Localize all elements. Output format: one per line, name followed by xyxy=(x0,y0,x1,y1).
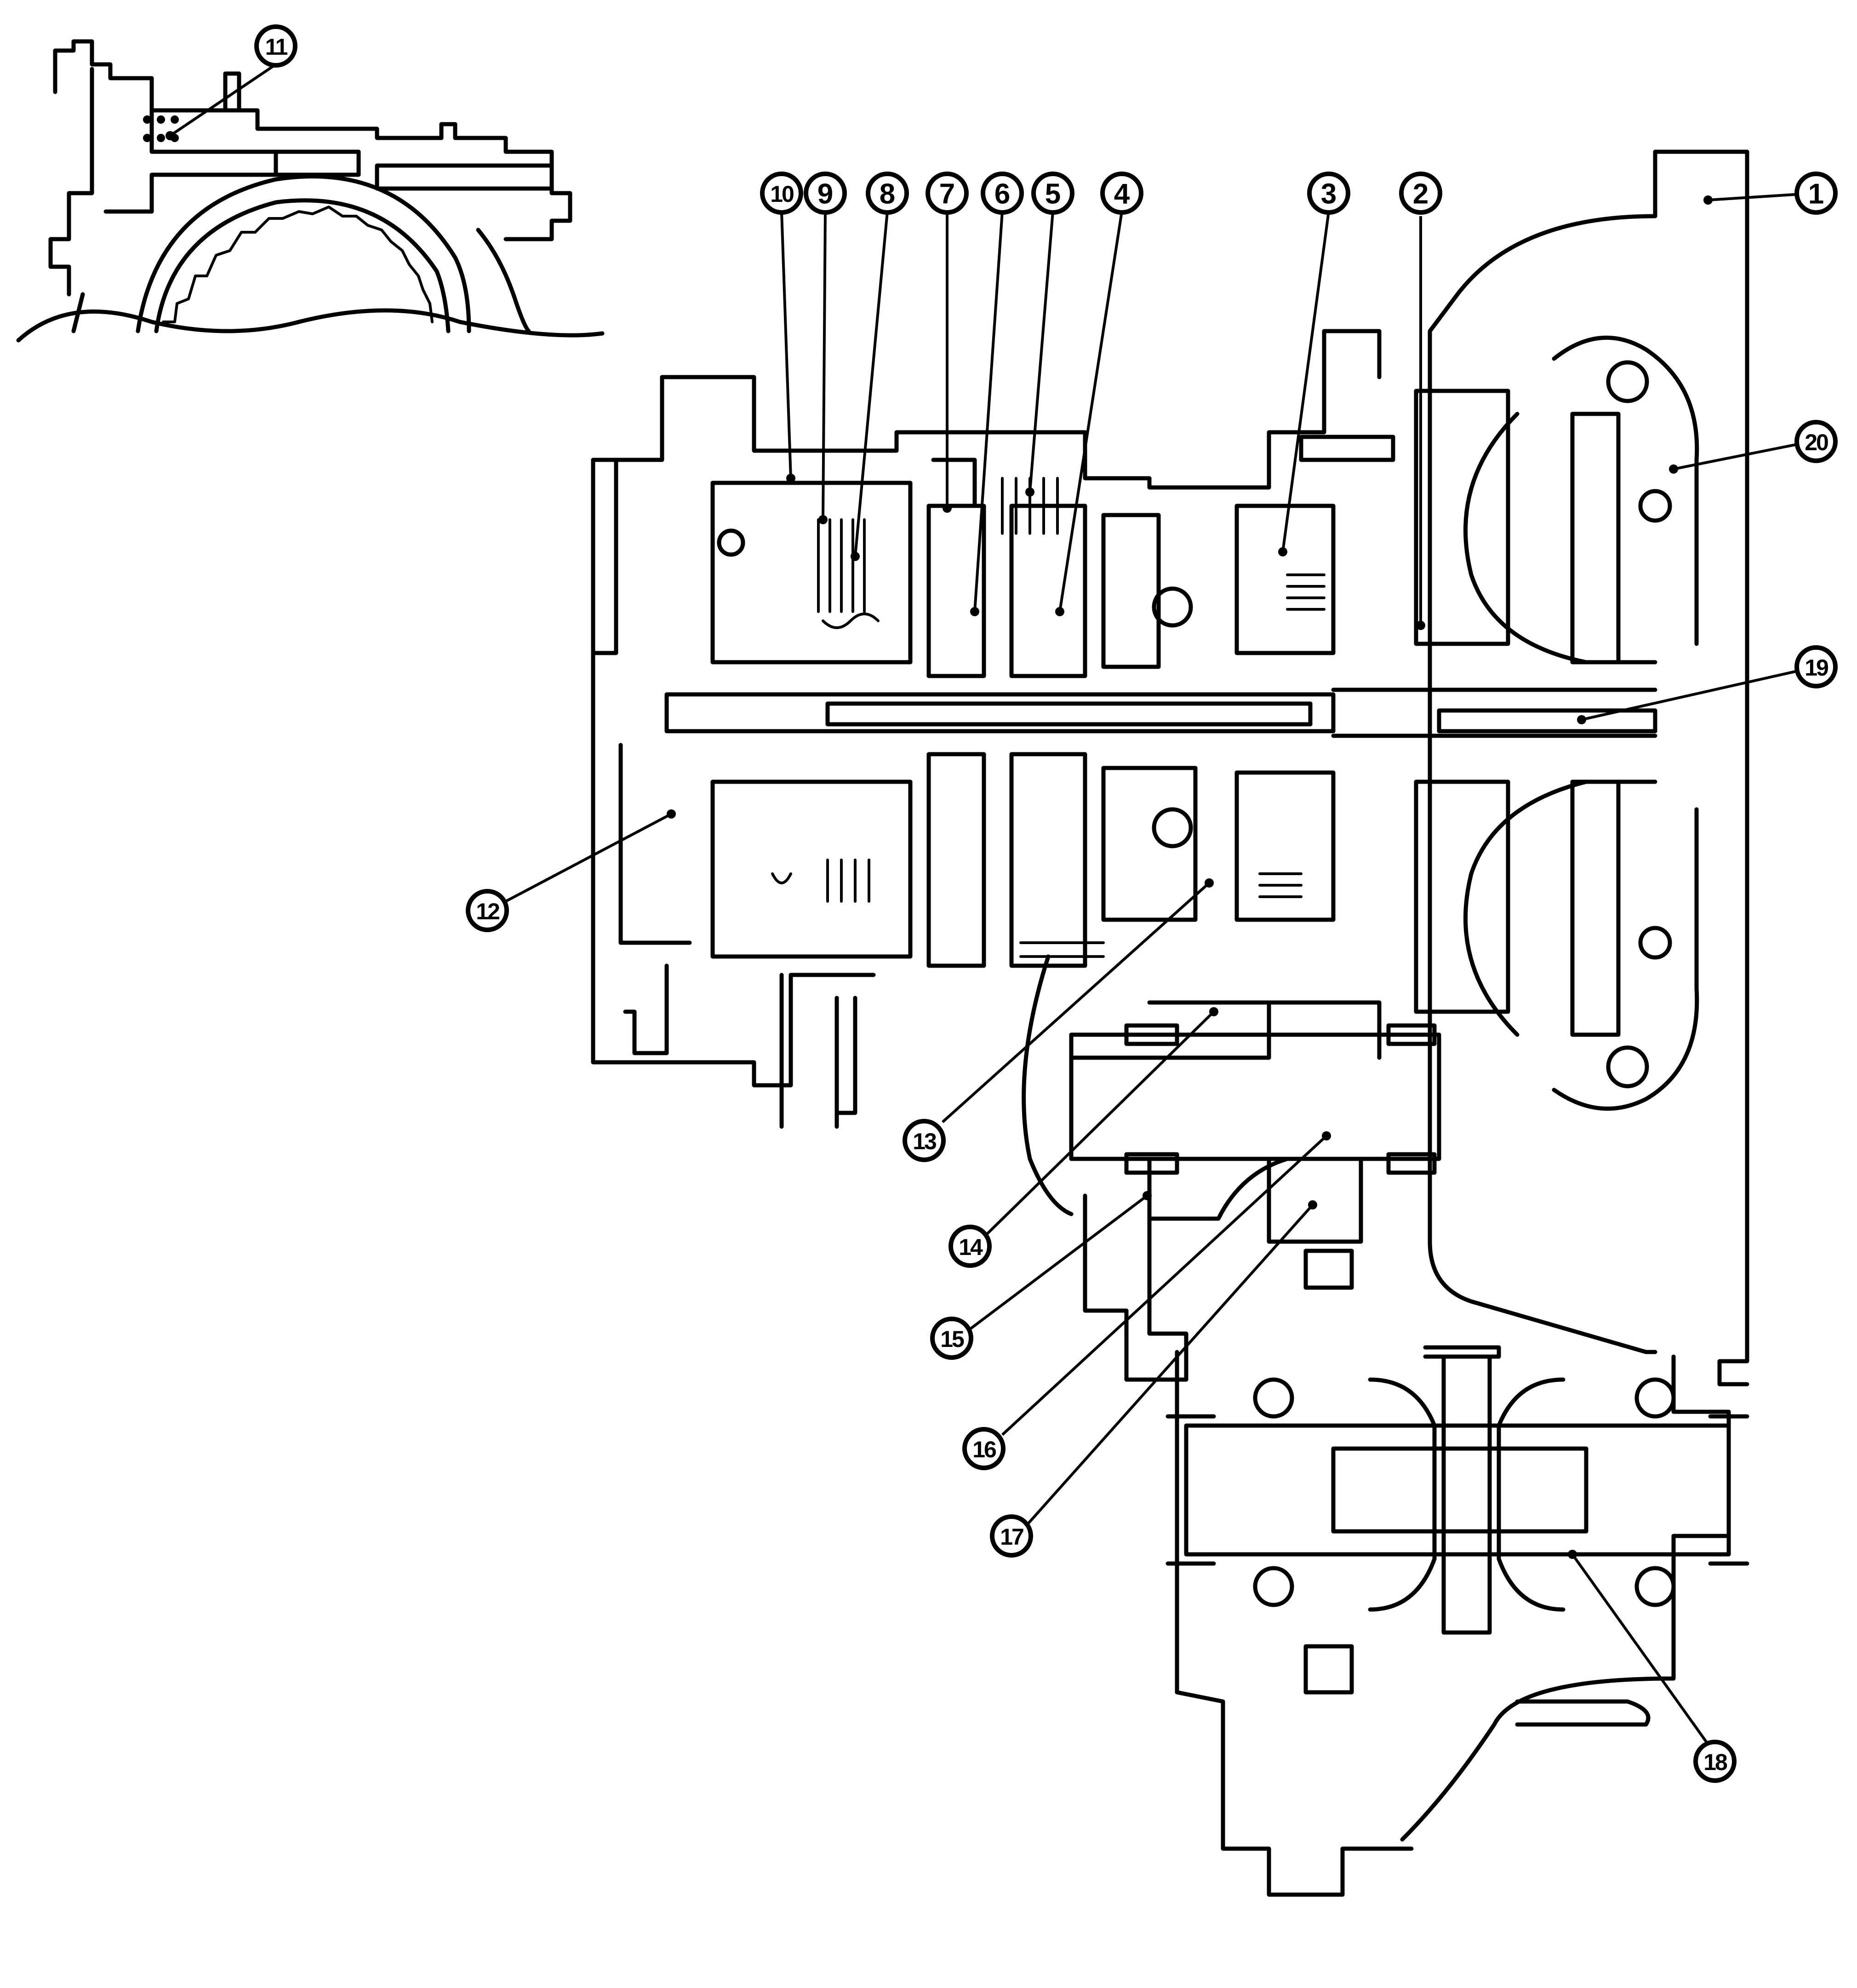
callout-11-label: 11 xyxy=(265,34,288,60)
callout-2-label: 2 xyxy=(1413,178,1428,210)
callout-3: 3 xyxy=(1307,172,1350,215)
callout-16: 16 xyxy=(962,1427,1006,1470)
callout-17-label: 17 xyxy=(1000,1524,1023,1550)
callout-4: 4 xyxy=(1100,172,1143,215)
callout-12-label: 12 xyxy=(476,899,499,924)
callout-1-label: 1 xyxy=(1808,178,1824,210)
callout-6-label: 6 xyxy=(994,178,1010,210)
callout-11: 11 xyxy=(254,24,297,68)
leader-lines xyxy=(166,63,1817,1748)
callout-4-label: 4 xyxy=(1114,178,1130,210)
inset-detail-drawing xyxy=(16,39,605,343)
callout-13-label: 13 xyxy=(913,1129,936,1154)
transmission-housing-outline xyxy=(591,149,1749,1897)
callout-18-label: 18 xyxy=(1703,1749,1727,1775)
callout-7-label: 7 xyxy=(939,178,955,210)
callout-12: 12 xyxy=(466,889,509,932)
callout-14: 14 xyxy=(948,1225,992,1268)
callout-9-label: 9 xyxy=(817,178,833,210)
callout-20-label: 20 xyxy=(1805,430,1828,455)
callout-6: 6 xyxy=(981,172,1024,215)
callout-10-label: 10 xyxy=(770,181,794,207)
callout-19-label: 19 xyxy=(1805,655,1828,681)
callout-15: 15 xyxy=(930,1317,973,1360)
callout-8-label: 8 xyxy=(880,178,895,210)
callout-20: 20 xyxy=(1794,420,1838,463)
callout-5-label: 5 xyxy=(1045,178,1061,210)
callout-16-label: 16 xyxy=(972,1437,996,1462)
callout-15-label: 15 xyxy=(940,1326,964,1352)
callout-14-label: 14 xyxy=(959,1234,983,1260)
callout-19: 19 xyxy=(1794,645,1838,688)
callout-3-label: 3 xyxy=(1321,178,1337,210)
callout-2: 2 xyxy=(1399,172,1442,215)
callout-18: 18 xyxy=(1693,1740,1737,1783)
callout-7: 7 xyxy=(926,172,969,215)
internal-components xyxy=(664,335,1749,1695)
callout-10: 10 xyxy=(760,172,803,215)
callout-5: 5 xyxy=(1031,172,1074,215)
callout-8: 8 xyxy=(866,172,909,215)
callout-17: 17 xyxy=(990,1514,1033,1558)
callout-13: 13 xyxy=(903,1119,946,1162)
callout-9: 9 xyxy=(804,172,847,215)
callout-1: 1 xyxy=(1794,172,1838,215)
